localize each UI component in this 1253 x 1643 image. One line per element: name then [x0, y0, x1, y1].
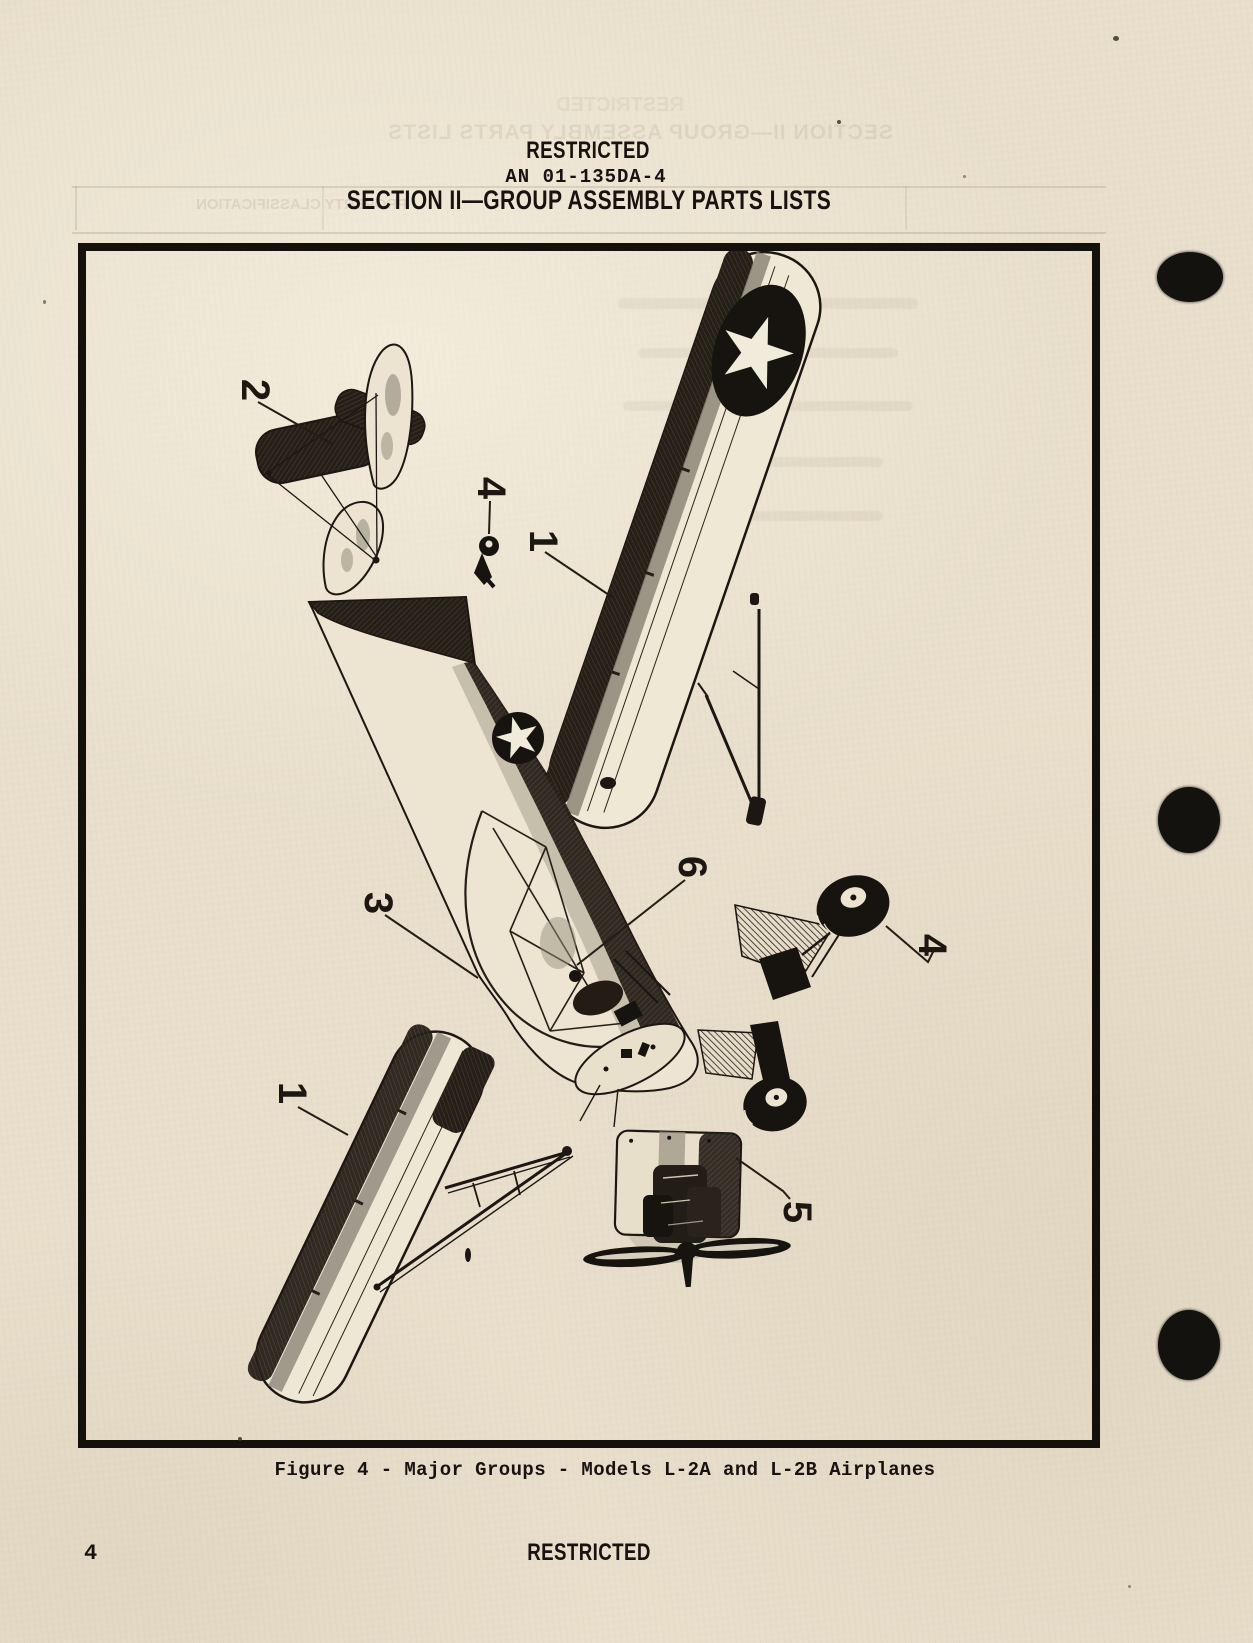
- shock-strut: [759, 947, 811, 1000]
- doc-number: AN 01-135DA-4: [505, 166, 667, 188]
- binder-hole: [1158, 1310, 1220, 1380]
- callout-3-fuselage: 3: [356, 892, 400, 914]
- windshield-frame: [613, 950, 671, 1004]
- callout-4-main-gear: 4: [910, 934, 954, 957]
- callout-1-right-wing: 1: [521, 530, 565, 552]
- tail-wheel: [474, 536, 499, 589]
- landing-gear-leg: [697, 1021, 807, 1132]
- engine: [643, 1165, 721, 1243]
- right-wing-panel: [541, 251, 822, 830]
- callout-digits: 1 2 4 3 6 4 5 1: [233, 379, 954, 1223]
- callout-2-empennage: 2: [233, 379, 277, 401]
- powerplant: [583, 1129, 791, 1288]
- callout-leader-lines: [257, 401, 935, 1200]
- paper-speck: [238, 1437, 242, 1441]
- gear-wheel: [743, 1076, 807, 1132]
- paper-speck: [1113, 36, 1119, 41]
- ghost-table-line: [75, 186, 77, 230]
- figure-caption: Figure 4 - Major Groups - Models L-2A an…: [274, 1459, 936, 1481]
- right-wing-struts: [697, 609, 761, 819]
- binder-hole: [1157, 252, 1223, 302]
- fin-outline: [364, 343, 414, 490]
- left-wing-panel: [247, 1024, 574, 1404]
- paper-speck: [963, 175, 966, 178]
- paper-speck: [837, 120, 841, 124]
- spinner-cone: [679, 1248, 694, 1288]
- ghost-table-rule: [72, 186, 1106, 234]
- callout-5-powerplant: 5: [775, 1201, 819, 1223]
- ghost-restricted: RESTRICTED: [556, 94, 684, 116]
- figure-frame: 1 2 4 3 6 4 5 1: [78, 243, 1100, 1448]
- footer-restricted-stamp: RESTRICTED: [527, 1539, 651, 1566]
- aileron: [432, 1046, 495, 1133]
- paper-speck: [43, 300, 46, 304]
- paper-speck: [1128, 1585, 1131, 1588]
- callout-6-cabin: 6: [670, 856, 714, 878]
- ghost-table-line: [905, 186, 907, 230]
- rudder-outline: [322, 500, 385, 596]
- binder-hole: [1158, 787, 1220, 853]
- empennage-tail-group: [255, 343, 426, 596]
- firewall-face: [574, 1022, 686, 1096]
- ghost-table-line: [322, 186, 324, 230]
- header-restricted-stamp: RESTRICTED: [526, 137, 650, 164]
- exploded-view-diagram: 1 2 4 3 6 4 5 1: [233, 251, 954, 1404]
- left-wing-struts: [374, 1150, 574, 1293]
- main-wheel: [816, 875, 890, 937]
- page-number: 4: [84, 1541, 98, 1566]
- propeller: [583, 1237, 791, 1288]
- fuselage: [307, 595, 699, 1128]
- callout-1-left-wing: 1: [270, 1082, 314, 1104]
- vertical-fin: [307, 596, 475, 665]
- callout-4-tail-wheel: 4: [469, 477, 513, 500]
- tail-brace-wires: [267, 392, 379, 562]
- main-landing-gear: [734, 875, 890, 1000]
- section-title: SECTION II—GROUP ASSEMBLY PARTS LISTS: [346, 185, 832, 215]
